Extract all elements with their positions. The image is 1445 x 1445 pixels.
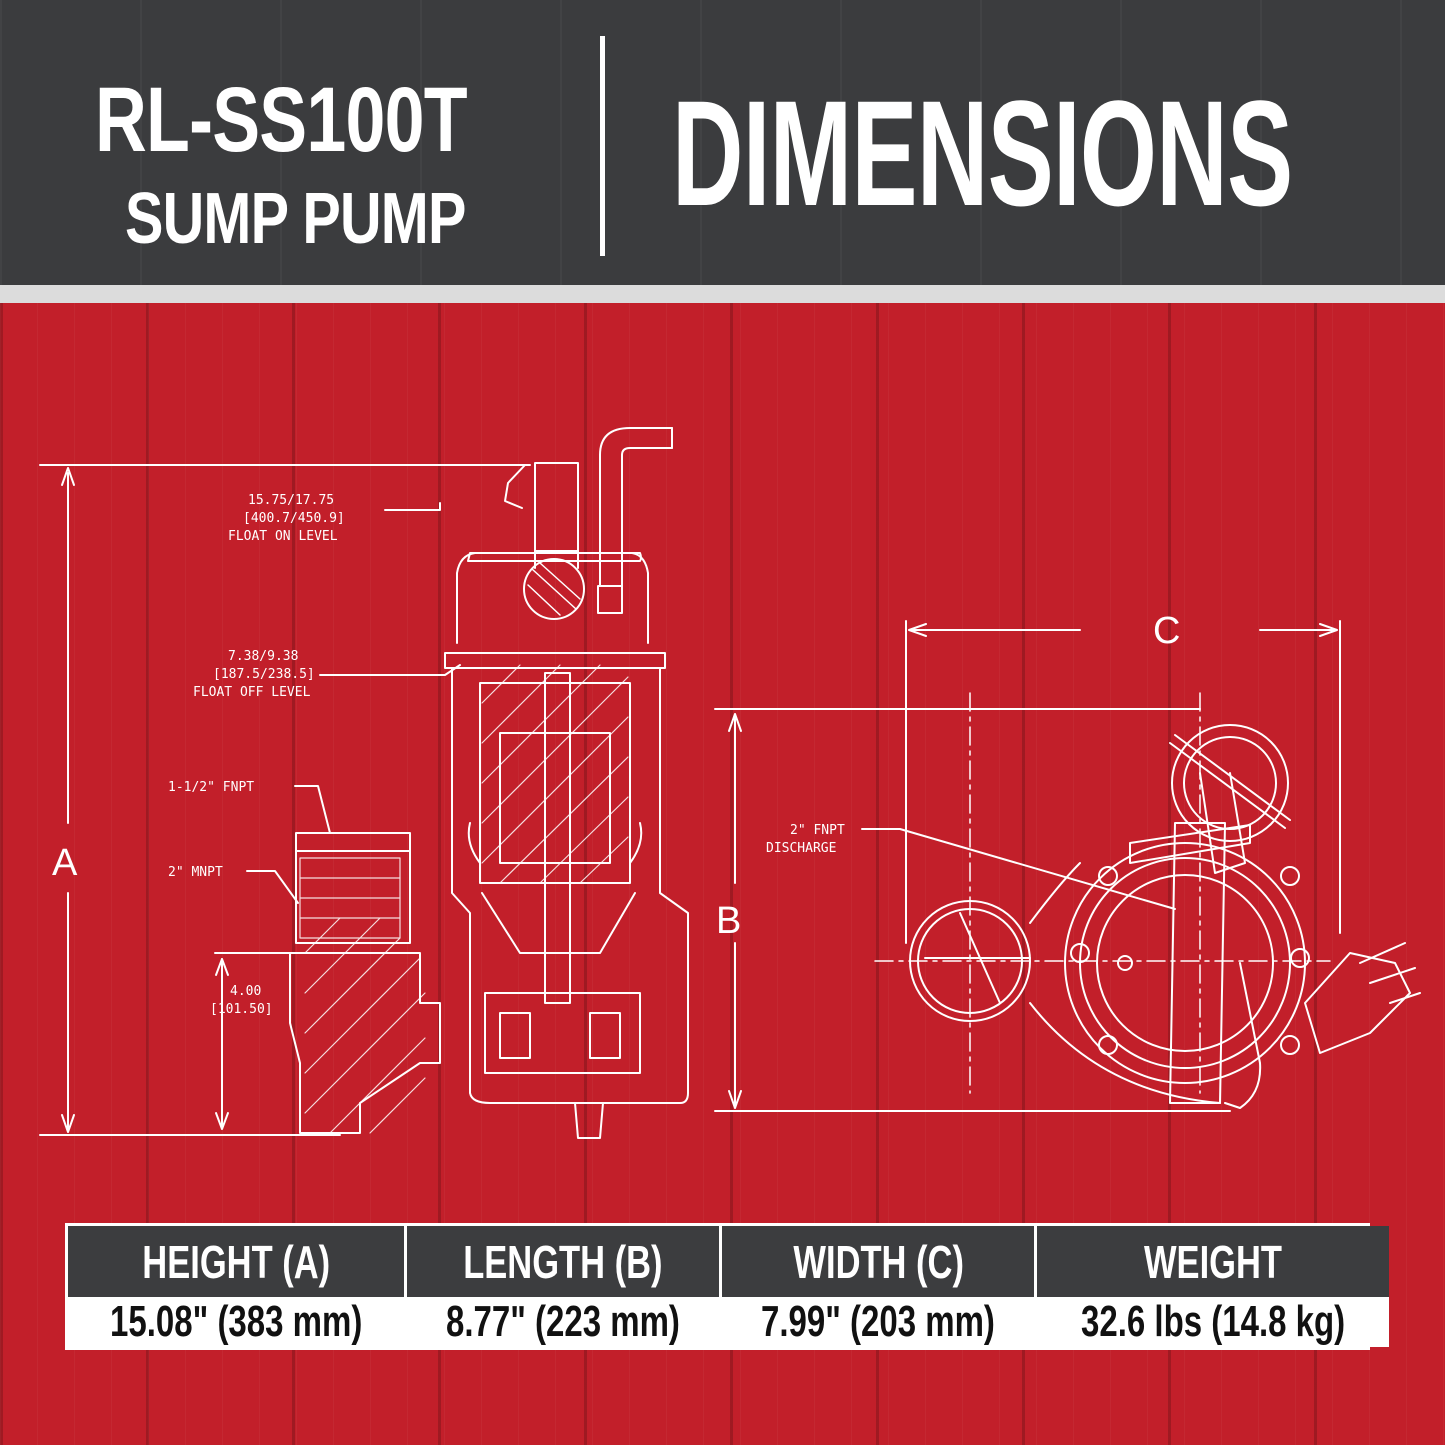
spec-header-length: LENGTH (B)	[407, 1226, 720, 1297]
spec-value-width: 7.99" (203 mm)	[722, 1297, 1035, 1347]
model-name: RL-SS100T	[95, 69, 468, 171]
mnpt-callout: 2" MNPT	[168, 865, 223, 880]
spec-table: HEIGHT (A) 15.08" (383 mm) LENGTH (B) 8.…	[65, 1223, 1390, 1350]
pump-side-view	[444, 427, 689, 1139]
spec-value-length: 8.77" (223 mm)	[407, 1297, 720, 1347]
inlet-fitting	[289, 832, 441, 1134]
callout-leaders	[246, 502, 1176, 910]
pump-dimension-drawing: A B C 15.75/17.75 [400.7/450.9] FLOAT ON…	[39, 427, 1421, 1139]
float-off-callout-line3: FLOAT OFF LEVEL	[193, 685, 311, 700]
float-off-callout-line2: [187.5/238.5]	[213, 667, 315, 682]
inlet-height-callout-line2: [101.50]	[210, 1002, 273, 1017]
dimension-a-label: A	[52, 842, 78, 884]
dimension-b-line	[714, 708, 1231, 1112]
float-on-callout-line2: [400.7/450.9]	[243, 511, 345, 526]
discharge-callout-line2: DISCHARGE	[766, 841, 836, 856]
dimension-c-line	[905, 620, 1341, 944]
spec-header-width: WIDTH (C)	[722, 1226, 1035, 1297]
center-lines	[874, 692, 1331, 1094]
spec-column-weight: WEIGHT 32.6 lbs (14.8 kg)	[1037, 1226, 1390, 1347]
motor-hatching	[299, 664, 629, 1134]
spec-column-height: HEIGHT (A) 15.08" (383 mm)	[68, 1226, 408, 1347]
discharge-callout-line1: 2" FNPT	[790, 823, 845, 838]
spec-value-weight: 32.6 lbs (14.8 kg)	[1037, 1297, 1390, 1347]
dimension-b-label: B	[716, 900, 741, 942]
fnpt-callout: 1-1/2" FNPT	[168, 780, 254, 795]
dimension-c-label: C	[1153, 610, 1180, 652]
float-off-callout-line1: 7.38/9.38	[228, 649, 298, 664]
title-divider	[600, 36, 605, 256]
header-divider-stripe	[0, 285, 1445, 303]
product-type: SUMP PUMP	[125, 179, 466, 259]
float-on-callout-line3: FLOAT ON LEVEL	[228, 529, 338, 544]
header-banner	[0, 0, 1445, 285]
spec-value-height: 15.08" (383 mm)	[68, 1297, 405, 1347]
spec-column-width: WIDTH (C) 7.99" (203 mm)	[722, 1226, 1038, 1347]
spec-header-height: HEIGHT (A)	[68, 1226, 405, 1297]
inlet-height-callout-line1: 4.00	[230, 984, 261, 999]
spec-header-weight: WEIGHT	[1037, 1226, 1390, 1297]
float-on-callout-line1: 15.75/17.75	[248, 493, 334, 508]
page-heading: DIMENSIONS	[672, 69, 1293, 237]
inlet-dimension-line	[214, 952, 291, 1130]
pump-top-view	[909, 724, 1421, 1109]
dimension-a-line	[39, 464, 531, 1136]
spec-column-length: LENGTH (B) 8.77" (223 mm)	[407, 1226, 723, 1347]
